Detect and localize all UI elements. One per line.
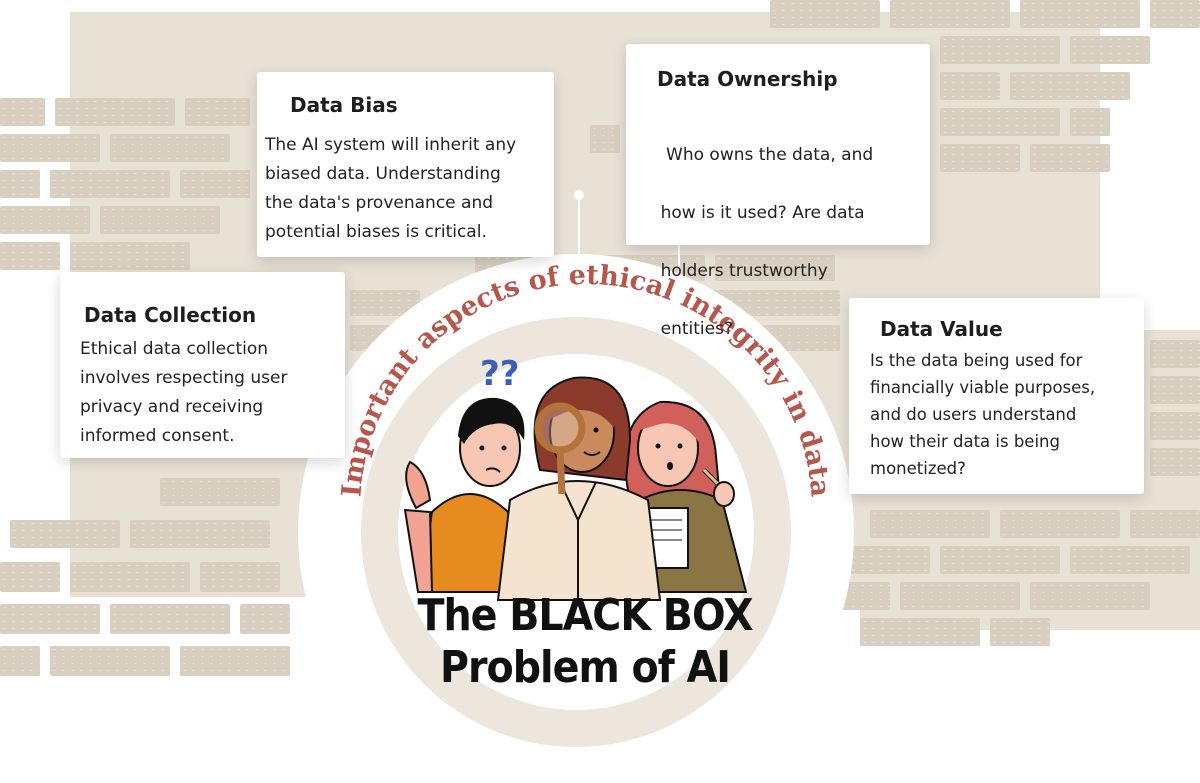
magnifying-glass-icon (534, 402, 586, 495)
brick (590, 125, 620, 153)
card-body: Ethical data collection involves respect… (80, 335, 287, 451)
card-line: Ethical data collection (80, 339, 269, 359)
card-line: The AI system will inherit any (265, 135, 517, 155)
brick (50, 170, 170, 198)
card-data-value: Data Value Is the data being used for fi… (849, 298, 1144, 494)
card-heading: Data Collection (84, 303, 257, 327)
card-body: The AI system will inherit any biased da… (265, 131, 516, 247)
brick (1070, 36, 1150, 64)
brick (860, 618, 980, 646)
card-heading: Data Ownership (657, 67, 838, 91)
brick (70, 562, 190, 592)
brick (870, 510, 990, 538)
brick (240, 604, 290, 634)
brick (940, 36, 1060, 64)
brick (0, 134, 100, 162)
brick (55, 98, 175, 126)
brick (0, 242, 60, 270)
brick (840, 546, 930, 574)
card-line: and do users understand (870, 405, 1077, 424)
brick (110, 134, 230, 162)
card-line: biased data. Understanding (265, 164, 501, 184)
card-line: privacy and receiving (80, 397, 264, 417)
brick (890, 0, 1010, 28)
question-marks-icon: ?? (480, 354, 519, 394)
brick (940, 546, 1060, 574)
brick (1150, 448, 1200, 476)
brick (200, 562, 280, 592)
brick (1150, 412, 1200, 440)
brick (1020, 0, 1140, 28)
connector-dot-bias (574, 190, 584, 200)
card-body: Is the data being used for financially v… (870, 347, 1095, 482)
brick (715, 255, 835, 281)
brick (0, 170, 40, 198)
brick (990, 618, 1050, 646)
woman-illustration (496, 376, 662, 601)
brick (110, 604, 230, 634)
card-line: involves respecting user (80, 368, 288, 388)
brick (0, 646, 40, 676)
brick (160, 478, 280, 506)
card-line: how is it used? Are data (660, 203, 865, 223)
card-line: entities? (660, 319, 733, 339)
brick (10, 520, 120, 548)
card-data-bias: Data Bias The AI system will inherit any… (257, 72, 554, 257)
card-data-ownership: Data Ownership Who owns the data, and ho… (626, 44, 930, 339)
brick (70, 242, 190, 270)
card-body: Who owns the data, and how is it used? A… (639, 112, 874, 373)
brick (900, 582, 1020, 610)
card-line: monetized? (870, 459, 966, 478)
brick (1000, 510, 1120, 538)
brick (770, 0, 880, 28)
card-line: how their data is being (870, 432, 1060, 451)
brick (1030, 582, 1150, 610)
girl-illustration (624, 400, 748, 593)
brick (130, 520, 270, 548)
card-line: informed consent. (80, 426, 235, 446)
brick (180, 646, 290, 676)
card-line: the data's provenance and (265, 193, 494, 213)
title-line-1: The BLACK BOX (417, 590, 753, 641)
brick (0, 604, 100, 634)
connector-line-bias (578, 195, 580, 275)
brick (1150, 0, 1200, 28)
card-line: financially viable purposes, (870, 378, 1096, 397)
brick (50, 646, 170, 676)
brick (185, 98, 250, 126)
boy-illustration (403, 397, 525, 593)
card-heading: Data Value (880, 317, 1003, 341)
brick (1150, 376, 1200, 404)
brick (1070, 108, 1110, 136)
connector-line-ownership (678, 240, 680, 292)
card-heading: Data Bias (290, 93, 398, 117)
brick (940, 72, 1000, 100)
main-title: The BLACK BOX Problem of AI (380, 590, 790, 694)
brick (940, 108, 1060, 136)
brick (1130, 510, 1200, 538)
brick (0, 562, 60, 592)
brick (1010, 72, 1130, 100)
card-data-collection: Data Collection Ethical data collection … (60, 272, 345, 458)
brick (0, 206, 90, 234)
card-line: potential biases is critical. (265, 222, 487, 242)
brick (1150, 340, 1200, 368)
card-line: Is the data being used for (870, 351, 1083, 370)
card-line: holders trustworthy (660, 261, 828, 281)
brick (180, 170, 250, 198)
brick (1070, 546, 1190, 574)
brick (940, 144, 1020, 172)
card-line: Who owns the data, and (660, 145, 874, 165)
title-line-2: Problem of AI (439, 642, 731, 693)
brick (100, 206, 220, 234)
brick (1030, 144, 1110, 172)
brick (0, 98, 45, 126)
